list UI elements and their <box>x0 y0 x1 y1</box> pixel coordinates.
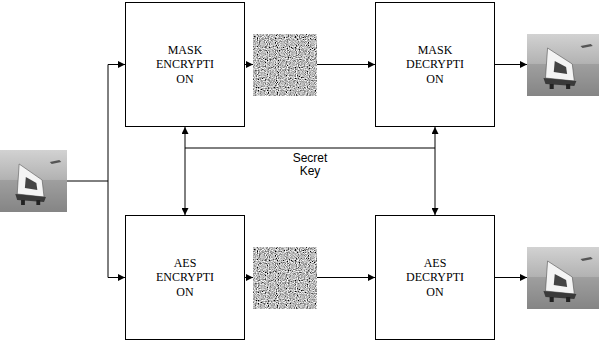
box-text: AES DECRYPTI ON <box>396 256 474 299</box>
connector <box>435 127 436 215</box>
process-box: MASK DECRYPTI ON <box>375 2 495 127</box>
arrow-head <box>246 61 253 68</box>
process-box: AES DECRYPTI ON <box>375 215 495 340</box>
cipher-image <box>253 247 317 309</box>
input-wire <box>67 181 108 182</box>
process-box: MASK ENCRYPTI ON <box>125 2 245 127</box>
output-arrow <box>495 277 527 278</box>
output-image <box>527 34 599 96</box>
box-text: MASK ENCRYPTI ON <box>146 43 224 86</box>
input-wire <box>108 65 109 278</box>
process-box: AES ENCRYPTI ON <box>125 215 245 340</box>
input-arrow <box>108 64 125 65</box>
key-label: Secret Key <box>285 151 335 179</box>
output-image <box>527 247 599 309</box>
cipher-image <box>253 34 317 96</box>
output-arrow <box>495 64 527 65</box>
input-arrow <box>108 277 125 278</box>
connector <box>185 127 186 215</box>
box-text: AES ENCRYPTI ON <box>146 256 224 299</box>
input-image <box>0 150 67 212</box>
box-text: MASK DECRYPTI ON <box>396 43 474 86</box>
arrow-head <box>246 274 253 281</box>
key-wire <box>185 148 435 149</box>
